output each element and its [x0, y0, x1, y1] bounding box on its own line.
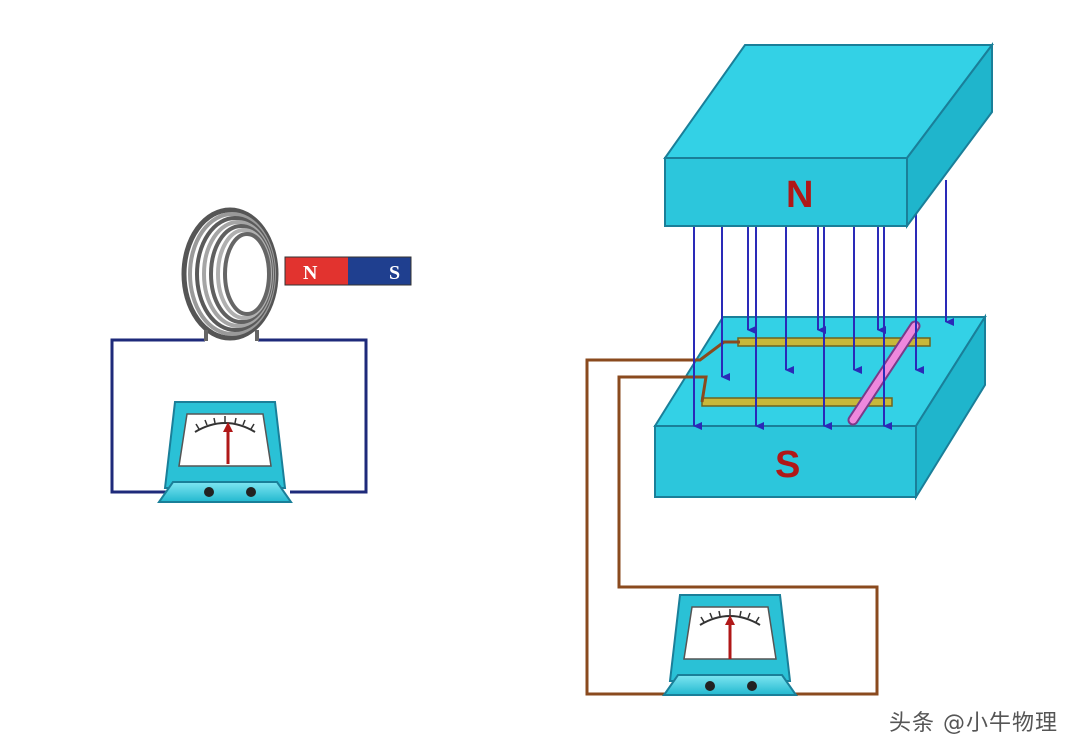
magnetic-field-lines [693, 180, 954, 430]
top-magnet-n: N [663, 42, 995, 230]
left-circuit-wire [110, 338, 368, 494]
left-setup: N S [110, 207, 412, 503]
galvanometer-left [157, 401, 293, 503]
galvanometer-right [662, 594, 798, 696]
terminal-icon [246, 487, 256, 497]
bar-magnet: N S [284, 256, 412, 286]
magnet-north-label: N [303, 262, 318, 284]
right-setup: S N [585, 42, 995, 696]
watermark: 头条 @小牛物理 [889, 711, 1058, 736]
coil-icon [181, 207, 279, 341]
magnet-south-label: S [389, 262, 400, 284]
terminal-icon [204, 487, 214, 497]
terminal-icon [705, 681, 715, 691]
terminal-icon [747, 681, 757, 691]
top-magnet-label: N [786, 174, 813, 216]
bottom-magnet-label: S [775, 444, 800, 486]
right-circuit-wire [585, 340, 879, 696]
